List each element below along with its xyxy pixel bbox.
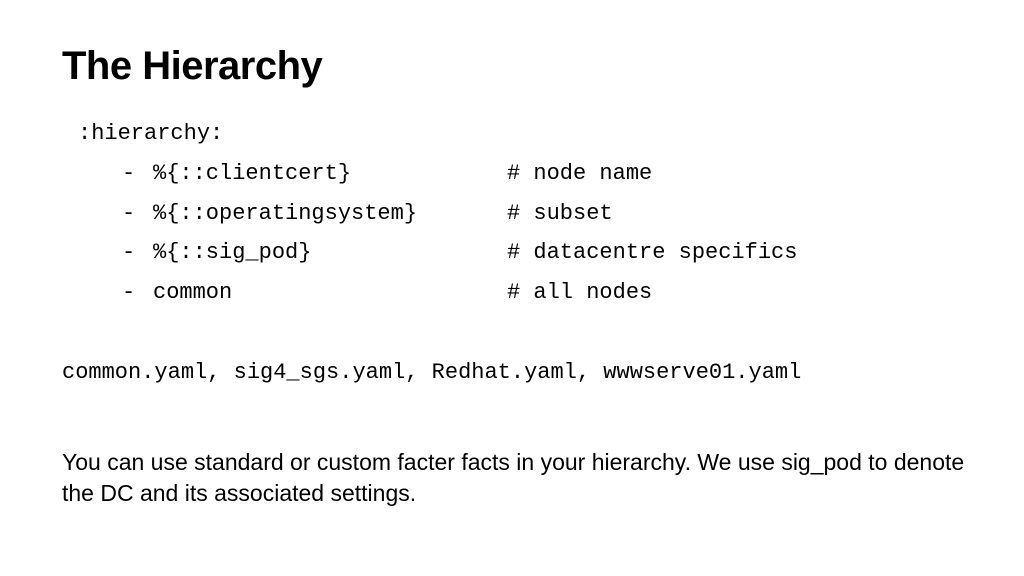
entry-comment: # datacentre specifics (507, 240, 798, 265)
entry-bullet: - (122, 161, 136, 186)
hierarchy-header: :hierarchy: (78, 121, 224, 146)
entry-key: %{::clientcert} (153, 161, 352, 186)
entry-bullet: - (122, 201, 136, 226)
explanation-text: You can use standard or custom facter fa… (62, 449, 965, 506)
entry-key: %{::sig_pod} (153, 240, 312, 265)
entry-comment: # subset (507, 201, 613, 226)
hierarchy-entry-clientcert: - %{::clientcert} # node name (122, 161, 882, 187)
entry-bullet: - (122, 240, 136, 265)
slide-title: The Hierarchy (62, 44, 323, 88)
hierarchy-entry-operatingsystem: - %{::operatingsystem} # subset (122, 201, 882, 227)
yaml-files-line: common.yaml, sig4_sgs.yaml, Redhat.yaml,… (62, 360, 802, 385)
entry-bullet: - (122, 280, 136, 305)
entry-comment: # node name (507, 161, 653, 186)
entry-key: %{::operatingsystem} (153, 201, 418, 226)
hierarchy-entry-common: - common # all nodes (122, 280, 882, 306)
hierarchy-entry-sig-pod: - %{::sig_pod} # datacentre specifics (122, 240, 882, 266)
entry-key: common (153, 280, 233, 305)
entry-comment: # all nodes (507, 280, 653, 305)
